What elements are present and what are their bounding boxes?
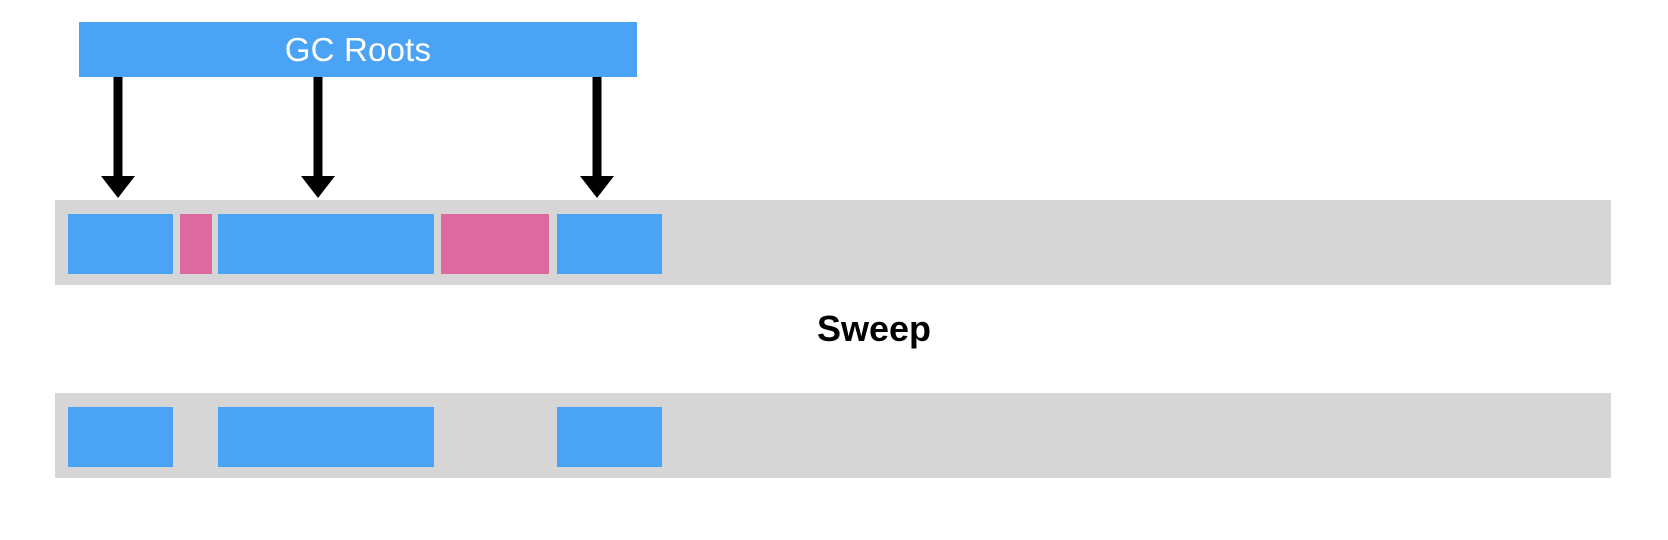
- heap-before-sweep: [55, 200, 1611, 285]
- live-object-block: [557, 407, 662, 467]
- root-reference-arrow-1: [95, 77, 141, 199]
- live-object-block: [68, 407, 173, 467]
- garbage-object-block: [441, 214, 549, 274]
- live-object-block: [218, 214, 434, 274]
- root-reference-arrow-3: [574, 77, 620, 199]
- sweep-caption: Sweep: [0, 308, 1668, 350]
- garbage-object-block: [180, 214, 212, 274]
- gc-roots-box: GC Roots: [79, 22, 637, 77]
- gc-roots-label: GC Roots: [284, 31, 432, 68]
- live-object-block: [218, 407, 434, 467]
- live-object-block: [68, 214, 173, 274]
- live-object-block: [557, 214, 662, 274]
- heap-after-sweep: [55, 393, 1611, 478]
- root-reference-arrow-2: [295, 77, 341, 199]
- sweep-caption-text: Sweep: [816, 308, 932, 349]
